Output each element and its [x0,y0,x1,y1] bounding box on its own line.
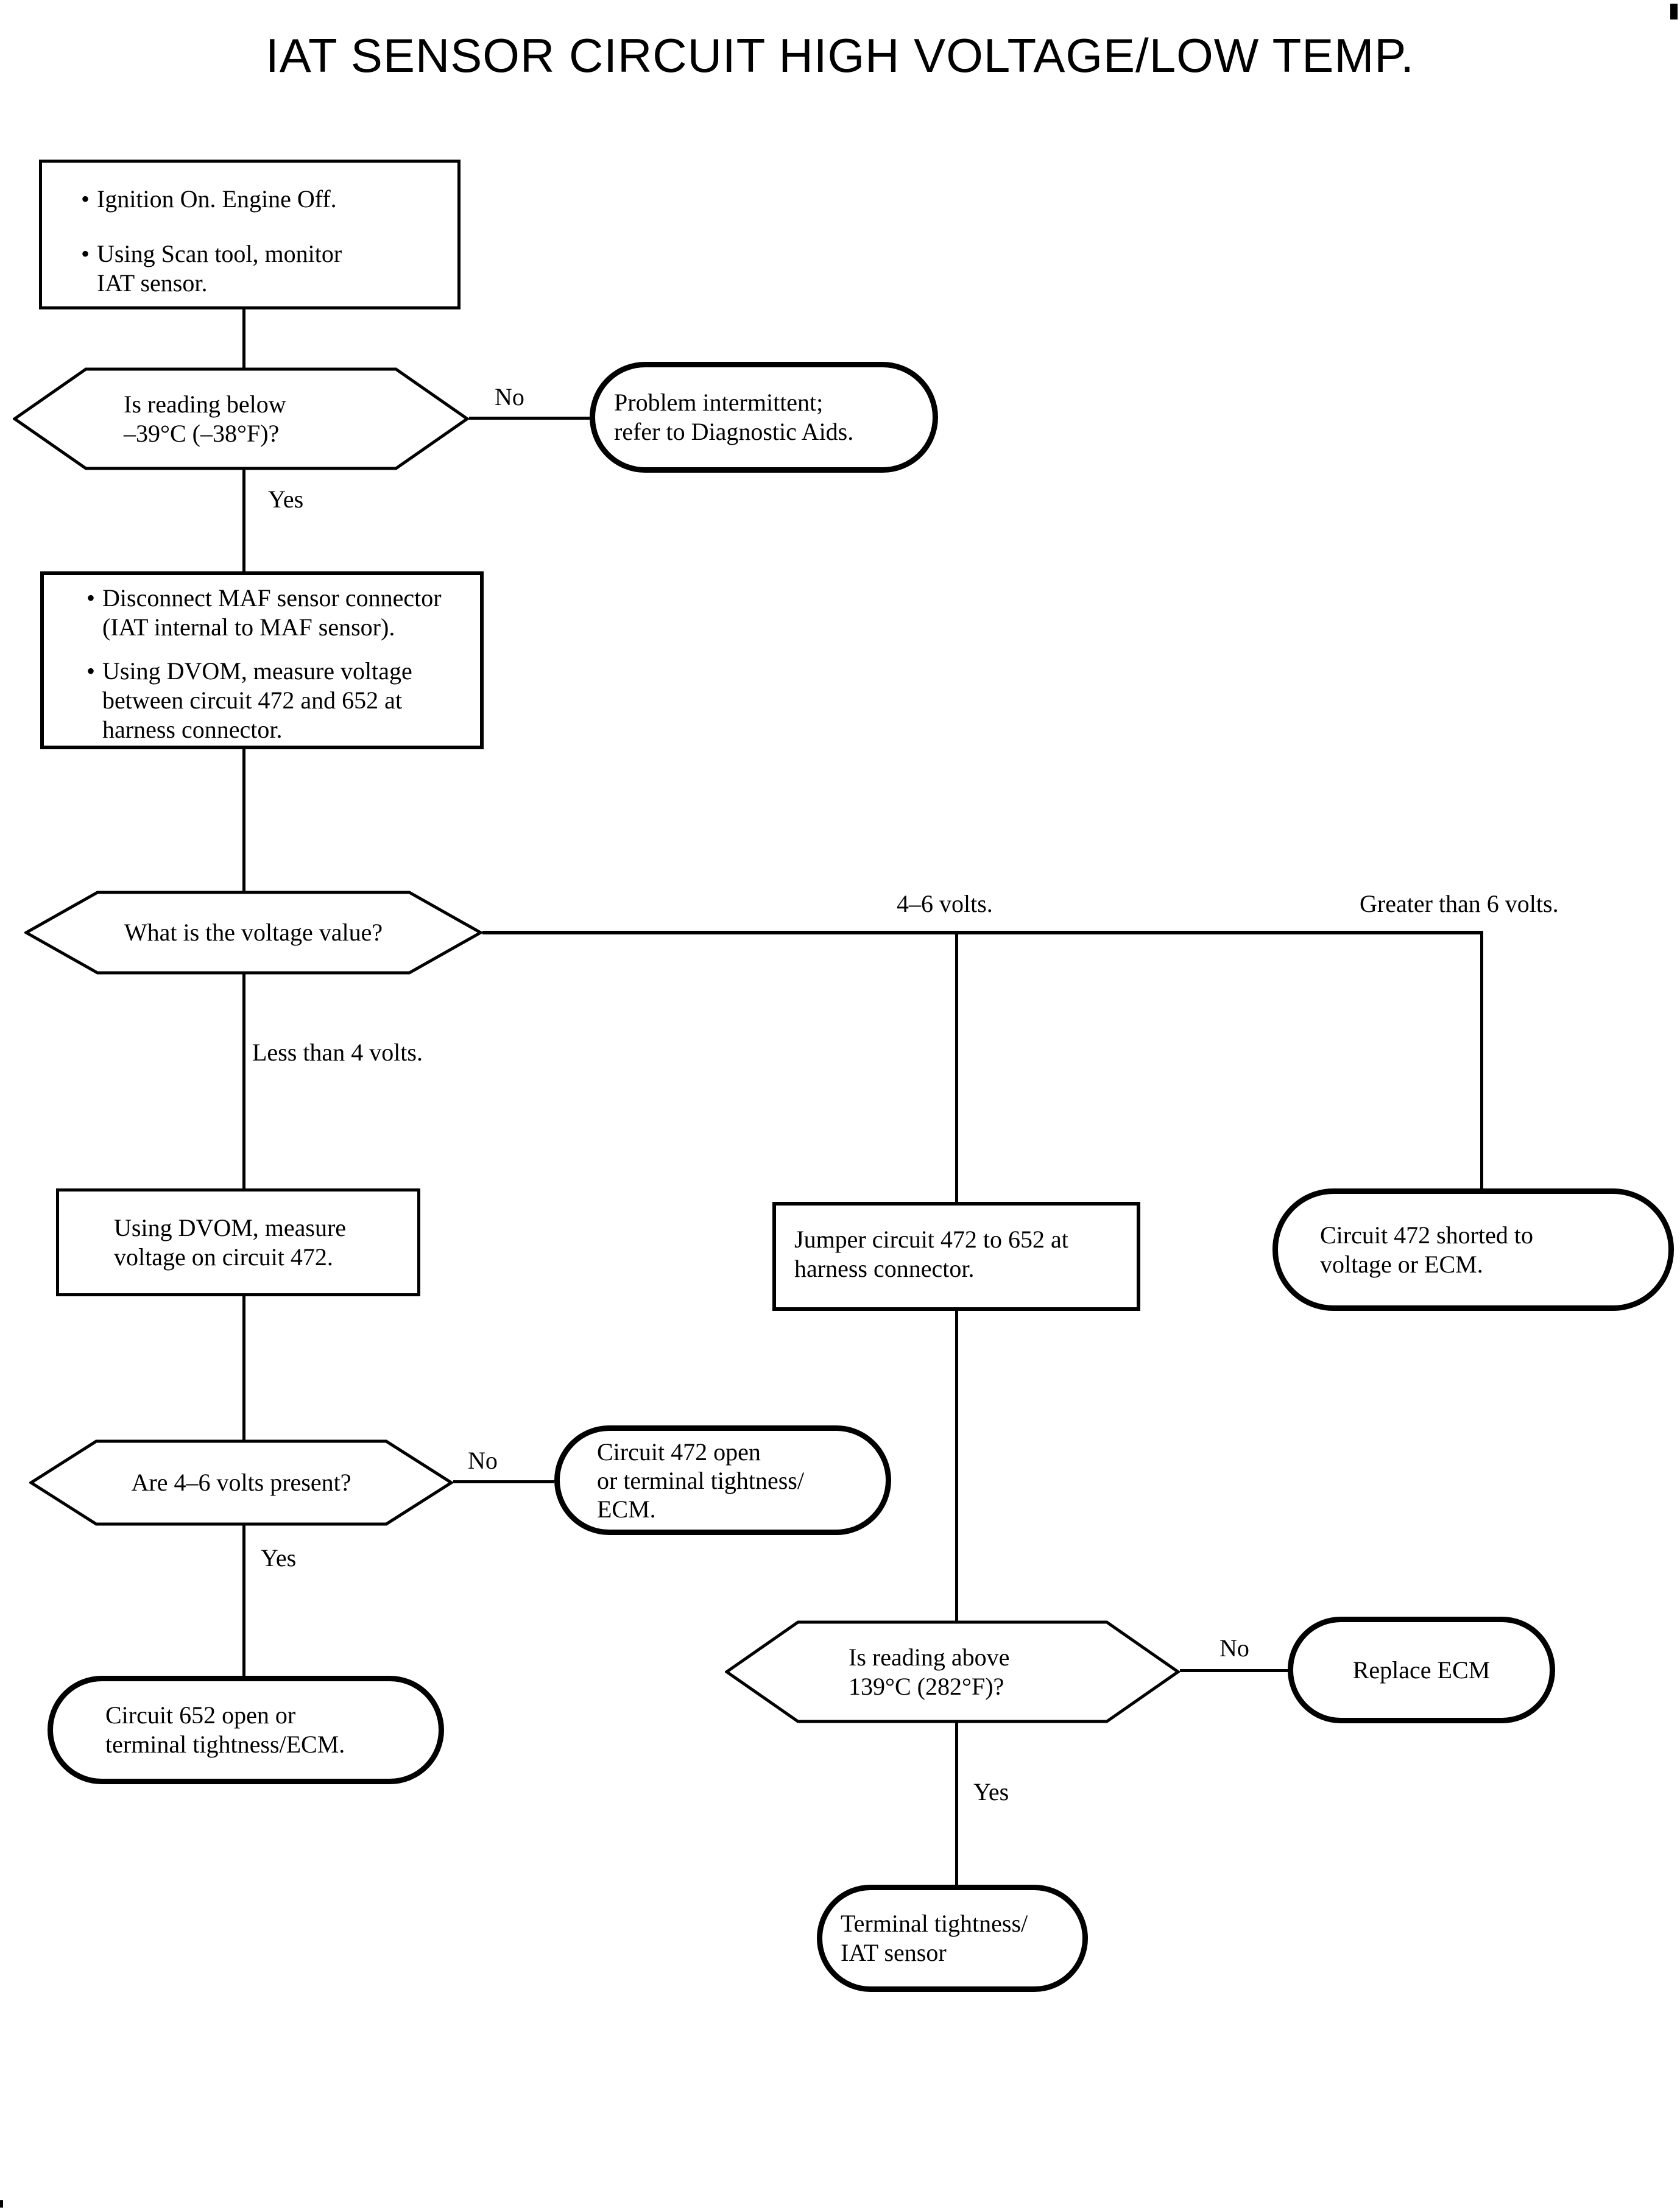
connector-line [453,1480,554,1483]
list-item: • Using DVOM, measure voltage between ci… [86,657,471,744]
list-item: • Ignition On. Engine Off. [81,185,446,214]
edge-label-greater-6: Greater than 6 volts. [1360,890,1559,917]
terminator-problem-intermittent: Problem intermittent; refer to Diagnosti… [590,362,938,473]
edge-label-no: No [468,1447,498,1474]
bullet-text: Ignition On. Engine Off. [97,185,337,213]
connector-line [955,1310,958,1622]
connector-line [955,933,958,1203]
process-start-conditions: • Ignition On. Engine Off. • Using Scan … [39,160,461,309]
process-disconnect-maf: • Disconnect MAF sensor connector (IAT i… [40,571,484,749]
terminator-text: Problem intermittent; refer to Diagnosti… [614,389,854,445]
terminator-terminal-tightness: Terminal tightness/ IAT sensor [817,1885,1088,1992]
hexagon-shape [13,367,469,470]
process-jumper-472-652: Jumper circuit 472 to 652 at harness con… [772,1202,1140,1311]
list-item: • Disconnect MAF sensor connector (IAT i… [86,584,471,642]
scan-artifact [1670,4,1678,19]
bullet-icon: • [81,240,90,267]
terminator-text: Replace ECM [1352,1656,1491,1684]
decision-volts-present: Are 4–6 volts present? [29,1439,453,1526]
bullet-text: Using Scan tool, monitor IAT sensor. [97,240,342,297]
list-item: • Using Scan tool, monitor IAT sensor. [81,239,446,298]
edge-label-4-6-volts: 4–6 volts. [897,890,993,917]
connector-line [242,1525,245,1677]
connector-line [242,973,245,1190]
bullet-text: Using DVOM, measure voltage between circ… [102,657,412,743]
connector-line [1180,1669,1288,1672]
decision-text: Is reading below –39°C (–38°F)? [124,390,286,447]
process-text: Using DVOM, measure voltage on circuit 4… [114,1214,347,1271]
terminator-circuit-472-shorted: Circuit 472 shorted to voltage or ECM. [1272,1188,1674,1311]
connector-line [242,748,245,892]
process-measure-circuit-472: Using DVOM, measure voltage on circuit 4… [56,1188,420,1296]
decision-voltage-value: What is the voltage value? [24,891,482,975]
decision-reading-above: Is reading above 139°C (282°F)? [725,1620,1180,1723]
connector-line [469,417,590,420]
terminator-circuit-472-open: Circuit 472 open or terminal tightness/ … [554,1425,891,1535]
connector-line [1480,933,1483,1190]
decision-text: Is reading above 139°C (282°F)? [849,1643,1010,1700]
terminator-text: Circuit 652 open or terminal tightness/E… [105,1701,345,1758]
hexagon-shape [24,891,482,975]
connector-line [242,469,245,573]
page-title: IAT SENSOR CIRCUIT HIGH VOLTAGE/LOW TEMP… [266,29,1414,82]
bullet-icon: • [86,657,96,685]
bullet-icon: • [81,185,90,213]
hexagon-shape [29,1439,453,1526]
terminator-text: Circuit 472 shorted to voltage or ECM. [1320,1221,1533,1278]
edge-label-less-than-4: Less than 4 volts. [252,1039,423,1066]
connector-line [242,309,245,369]
terminator-circuit-652-open: Circuit 652 open or terminal tightness/E… [48,1676,444,1784]
hexagon-shape [725,1620,1180,1723]
connector-line [482,931,1483,934]
connector-line [242,1295,245,1441]
connector-line [955,1722,958,1886]
edge-label-no: No [495,383,524,411]
edge-label-yes: Yes [261,1544,297,1572]
bullet-text: Disconnect MAF sensor connector (IAT int… [102,584,442,641]
edge-label-no: No [1219,1634,1249,1662]
decision-text: Are 4–6 volts present? [131,1469,351,1496]
edge-label-yes: Yes [973,1778,1009,1806]
terminator-text: Circuit 472 open or terminal tightness/ … [597,1438,804,1523]
decision-reading-below: Is reading below –39°C (–38°F)? [13,367,469,470]
terminator-text: Terminal tightness/ IAT sensor [841,1910,1028,1966]
scan-artifact [0,2200,3,2208]
terminator-replace-ecm: Replace ECM [1288,1617,1555,1723]
decision-text: What is the voltage value? [124,919,383,946]
bullet-icon: • [86,584,96,612]
process-text: Jumper circuit 472 to 652 at harness con… [794,1226,1068,1282]
edge-label-yes: Yes [268,485,304,513]
